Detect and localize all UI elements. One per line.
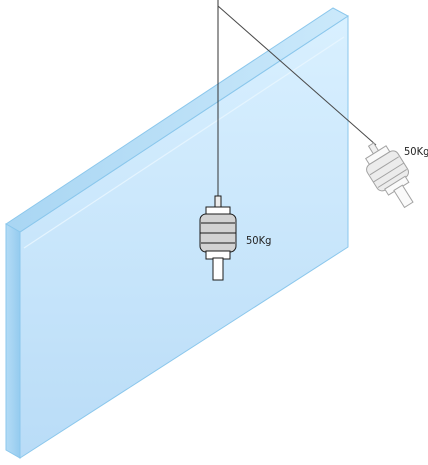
weight-bottom-stem [212,257,224,281]
ghost-weight-ring-2 [373,162,405,183]
suspension-wires [217,0,377,196]
ghost-weight-ring-1 [369,156,400,176]
angled-wire [217,5,377,146]
ghost-weight-ring-3 [377,169,407,188]
glass-pane-highlight [23,36,345,249]
glass-pane [5,7,349,459]
weight-label-side: 50Kg [404,145,428,158]
weight-top-hook [214,195,222,209]
weight-label-front: 50Kg [246,234,271,247]
ghost-weight-bottom-stem [393,184,414,209]
hanging-weight-front: 50Kg [199,195,271,281]
glass-pane-side-edge [5,223,21,459]
glass-pane-face [19,15,349,459]
hanging-weight-side [365,142,414,209]
